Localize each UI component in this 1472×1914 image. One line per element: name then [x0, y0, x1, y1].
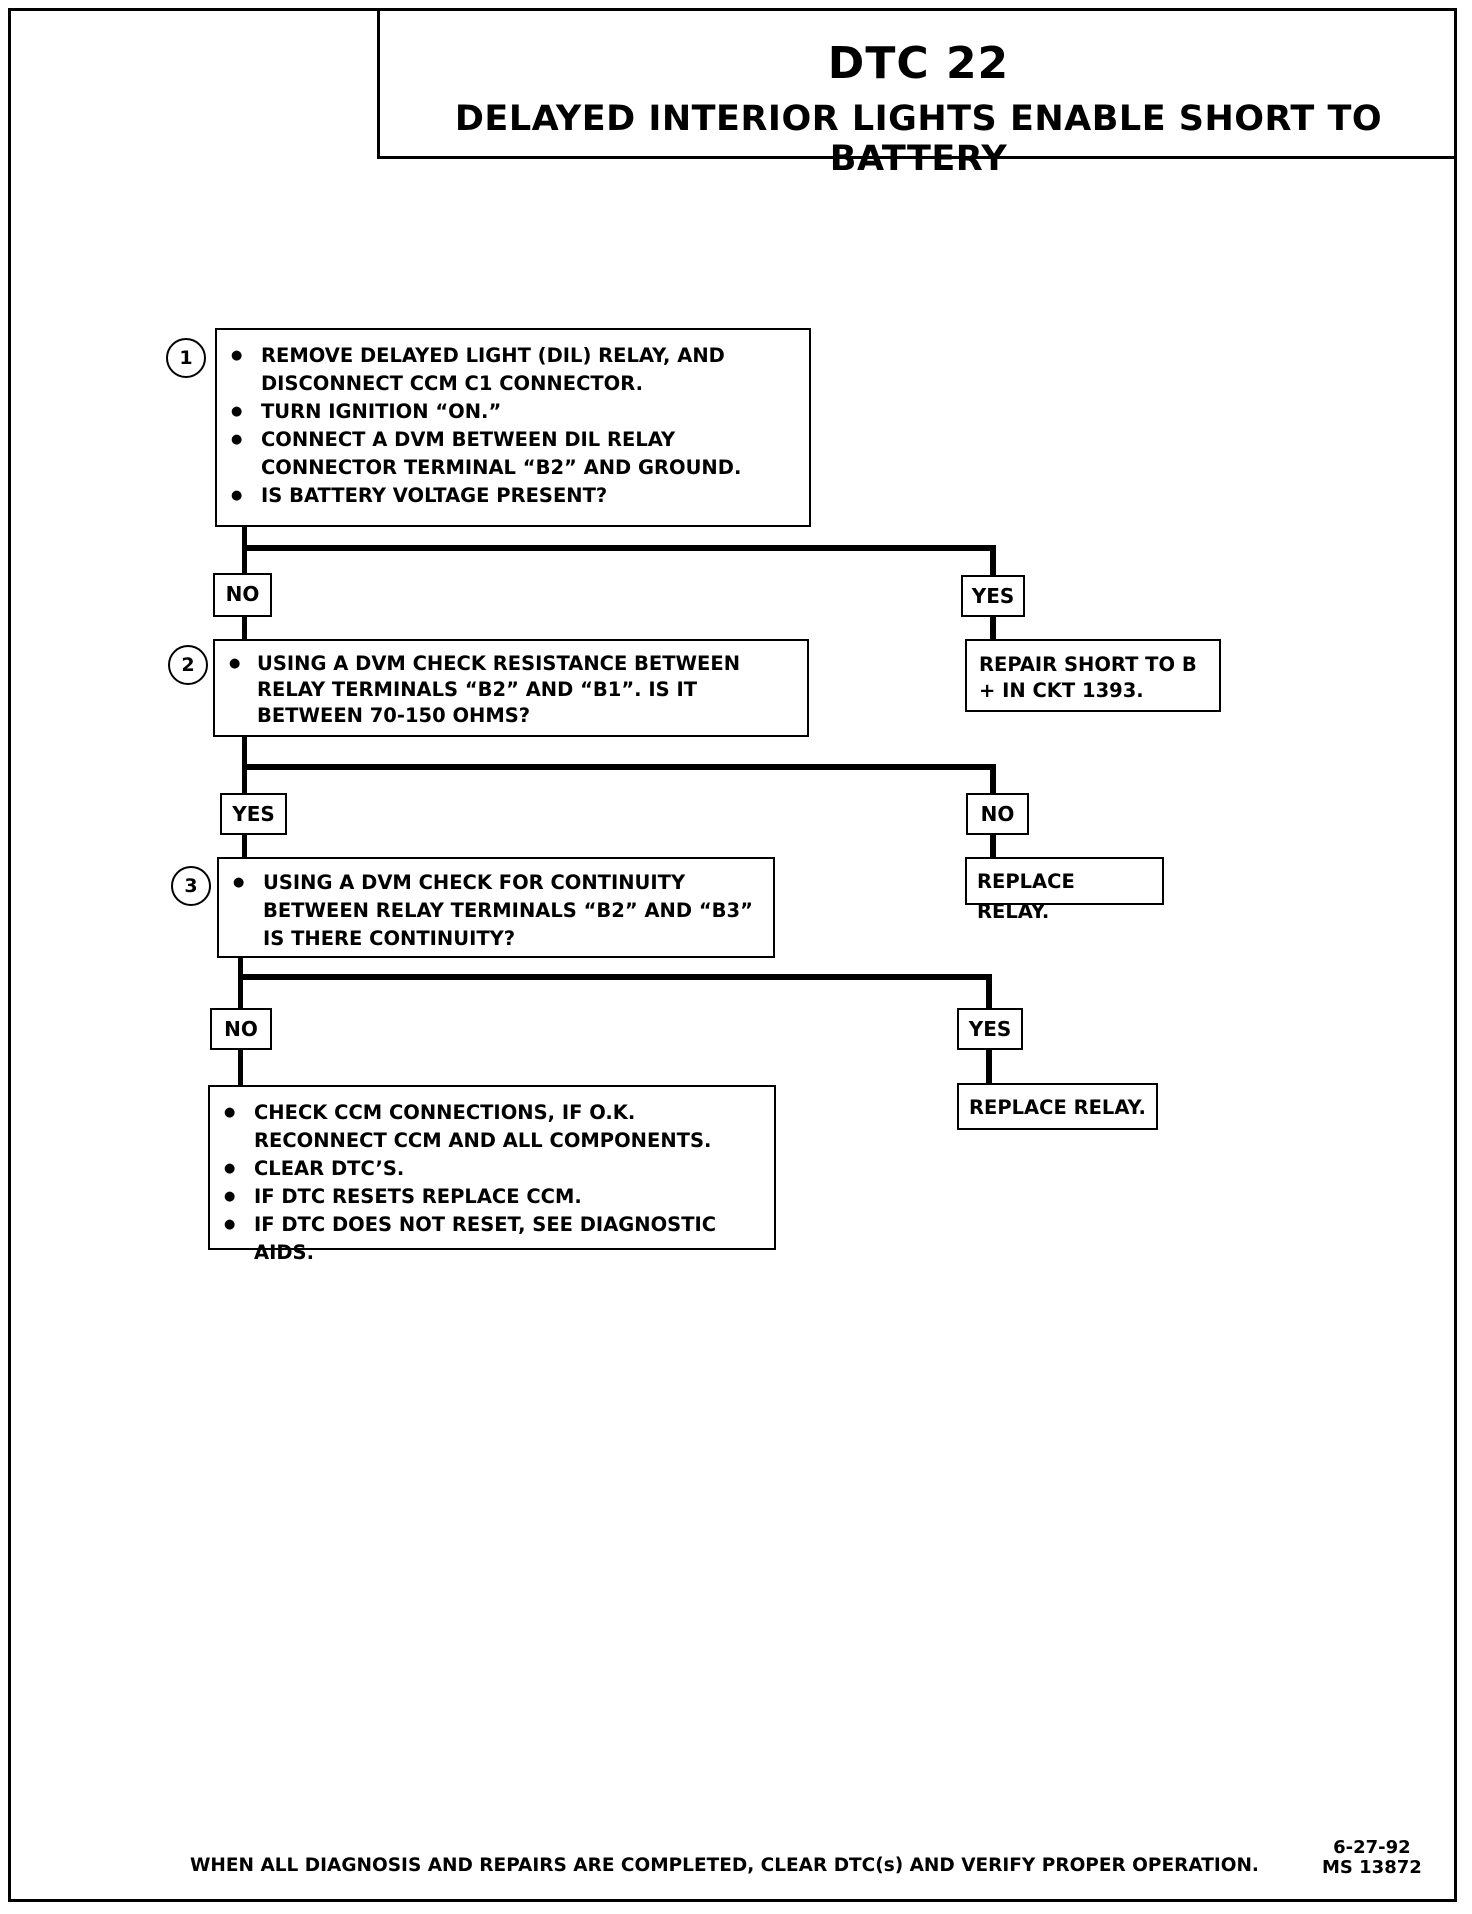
- step-1-box: REMOVE DELAYED LIGHT (DIL) RELAY, AND DI…: [215, 328, 811, 527]
- connector-line: [238, 1050, 243, 1085]
- final-actions-box: CHECK CCM CONNECTIONS, IF O.K. RECONNECT…: [208, 1085, 776, 1264]
- step-2-box: USING A DVM CHECK RESISTANCE BETWEEN REL…: [213, 639, 809, 737]
- connector-line: [986, 974, 992, 1008]
- document-reference: 6-27-92 MS 13872: [1322, 1838, 1422, 1878]
- connector-line: [990, 835, 996, 857]
- step-1-item: TURN IGNITION “ON.”: [217, 398, 809, 426]
- step-2-item: USING A DVM CHECK RESISTANCE BETWEEN REL…: [215, 651, 807, 729]
- final-action-item: CLEAR DTC’S.: [210, 1155, 774, 1183]
- connector-line: [238, 974, 992, 980]
- step-1-item: CONNECT A DVM BETWEEN DIL RELAY CONNECTO…: [217, 426, 809, 482]
- page-subtitle: DELAYED INTERIOR LIGHTS ENABLE SHORT TO …: [454, 99, 1383, 179]
- replace-relay-box: REPLACE RELAY.: [957, 1083, 1158, 1130]
- final-action-item: IF DTC DOES NOT RESET, SEE DIAGNOSTIC AI…: [210, 1211, 774, 1267]
- connector-line: [238, 958, 243, 1008]
- final-action-item: IF DTC RESETS REPLACE CCM.: [210, 1183, 774, 1211]
- footer-note: WHEN ALL DIAGNOSIS AND REPAIRS ARE COMPL…: [190, 1855, 1259, 1876]
- step-number-1: 1: [166, 338, 206, 378]
- document-code: MS 13872: [1322, 1857, 1422, 1878]
- branch-yes-label: YES: [220, 793, 287, 835]
- connector-line: [242, 617, 247, 639]
- page-title: DTC 22: [827, 38, 1010, 89]
- step-1-item: REMOVE DELAYED LIGHT (DIL) RELAY, AND DI…: [217, 342, 809, 398]
- connector-line: [242, 835, 247, 857]
- final-action-item: CHECK CCM CONNECTIONS, IF O.K. RECONNECT…: [210, 1099, 774, 1155]
- branch-no-label: NO: [210, 1008, 272, 1050]
- step-number-2: 2: [168, 645, 208, 685]
- document-date: 6-27-92: [1333, 1837, 1411, 1858]
- step-number-3: 3: [171, 866, 211, 906]
- connector-line: [990, 617, 996, 639]
- branch-no-label: NO: [966, 793, 1029, 835]
- page-frame: [8, 8, 1457, 1902]
- connector-line: [990, 545, 996, 575]
- step-1-item: IS BATTERY VOLTAGE PRESENT?: [217, 482, 809, 510]
- repair-short-box: REPAIR SHORT TO B + IN CKT 1393.: [965, 639, 1221, 712]
- connector-line: [242, 764, 996, 770]
- connector-line: [986, 1050, 992, 1083]
- branch-yes-label: YES: [957, 1008, 1023, 1050]
- step-3-box: USING A DVM CHECK FOR CONTINUITY BETWEEN…: [217, 857, 775, 958]
- branch-yes-label: YES: [961, 575, 1025, 617]
- replace-relay-box: REPLACE RELAY.: [965, 857, 1164, 923]
- connector-line: [242, 545, 996, 551]
- branch-no-label: NO: [213, 573, 272, 617]
- connector-line: [990, 764, 996, 793]
- step-3-item: USING A DVM CHECK FOR CONTINUITY BETWEEN…: [219, 869, 773, 953]
- title-block: DTC 22 DELAYED INTERIOR LIGHTS ENABLE SH…: [377, 8, 1457, 179]
